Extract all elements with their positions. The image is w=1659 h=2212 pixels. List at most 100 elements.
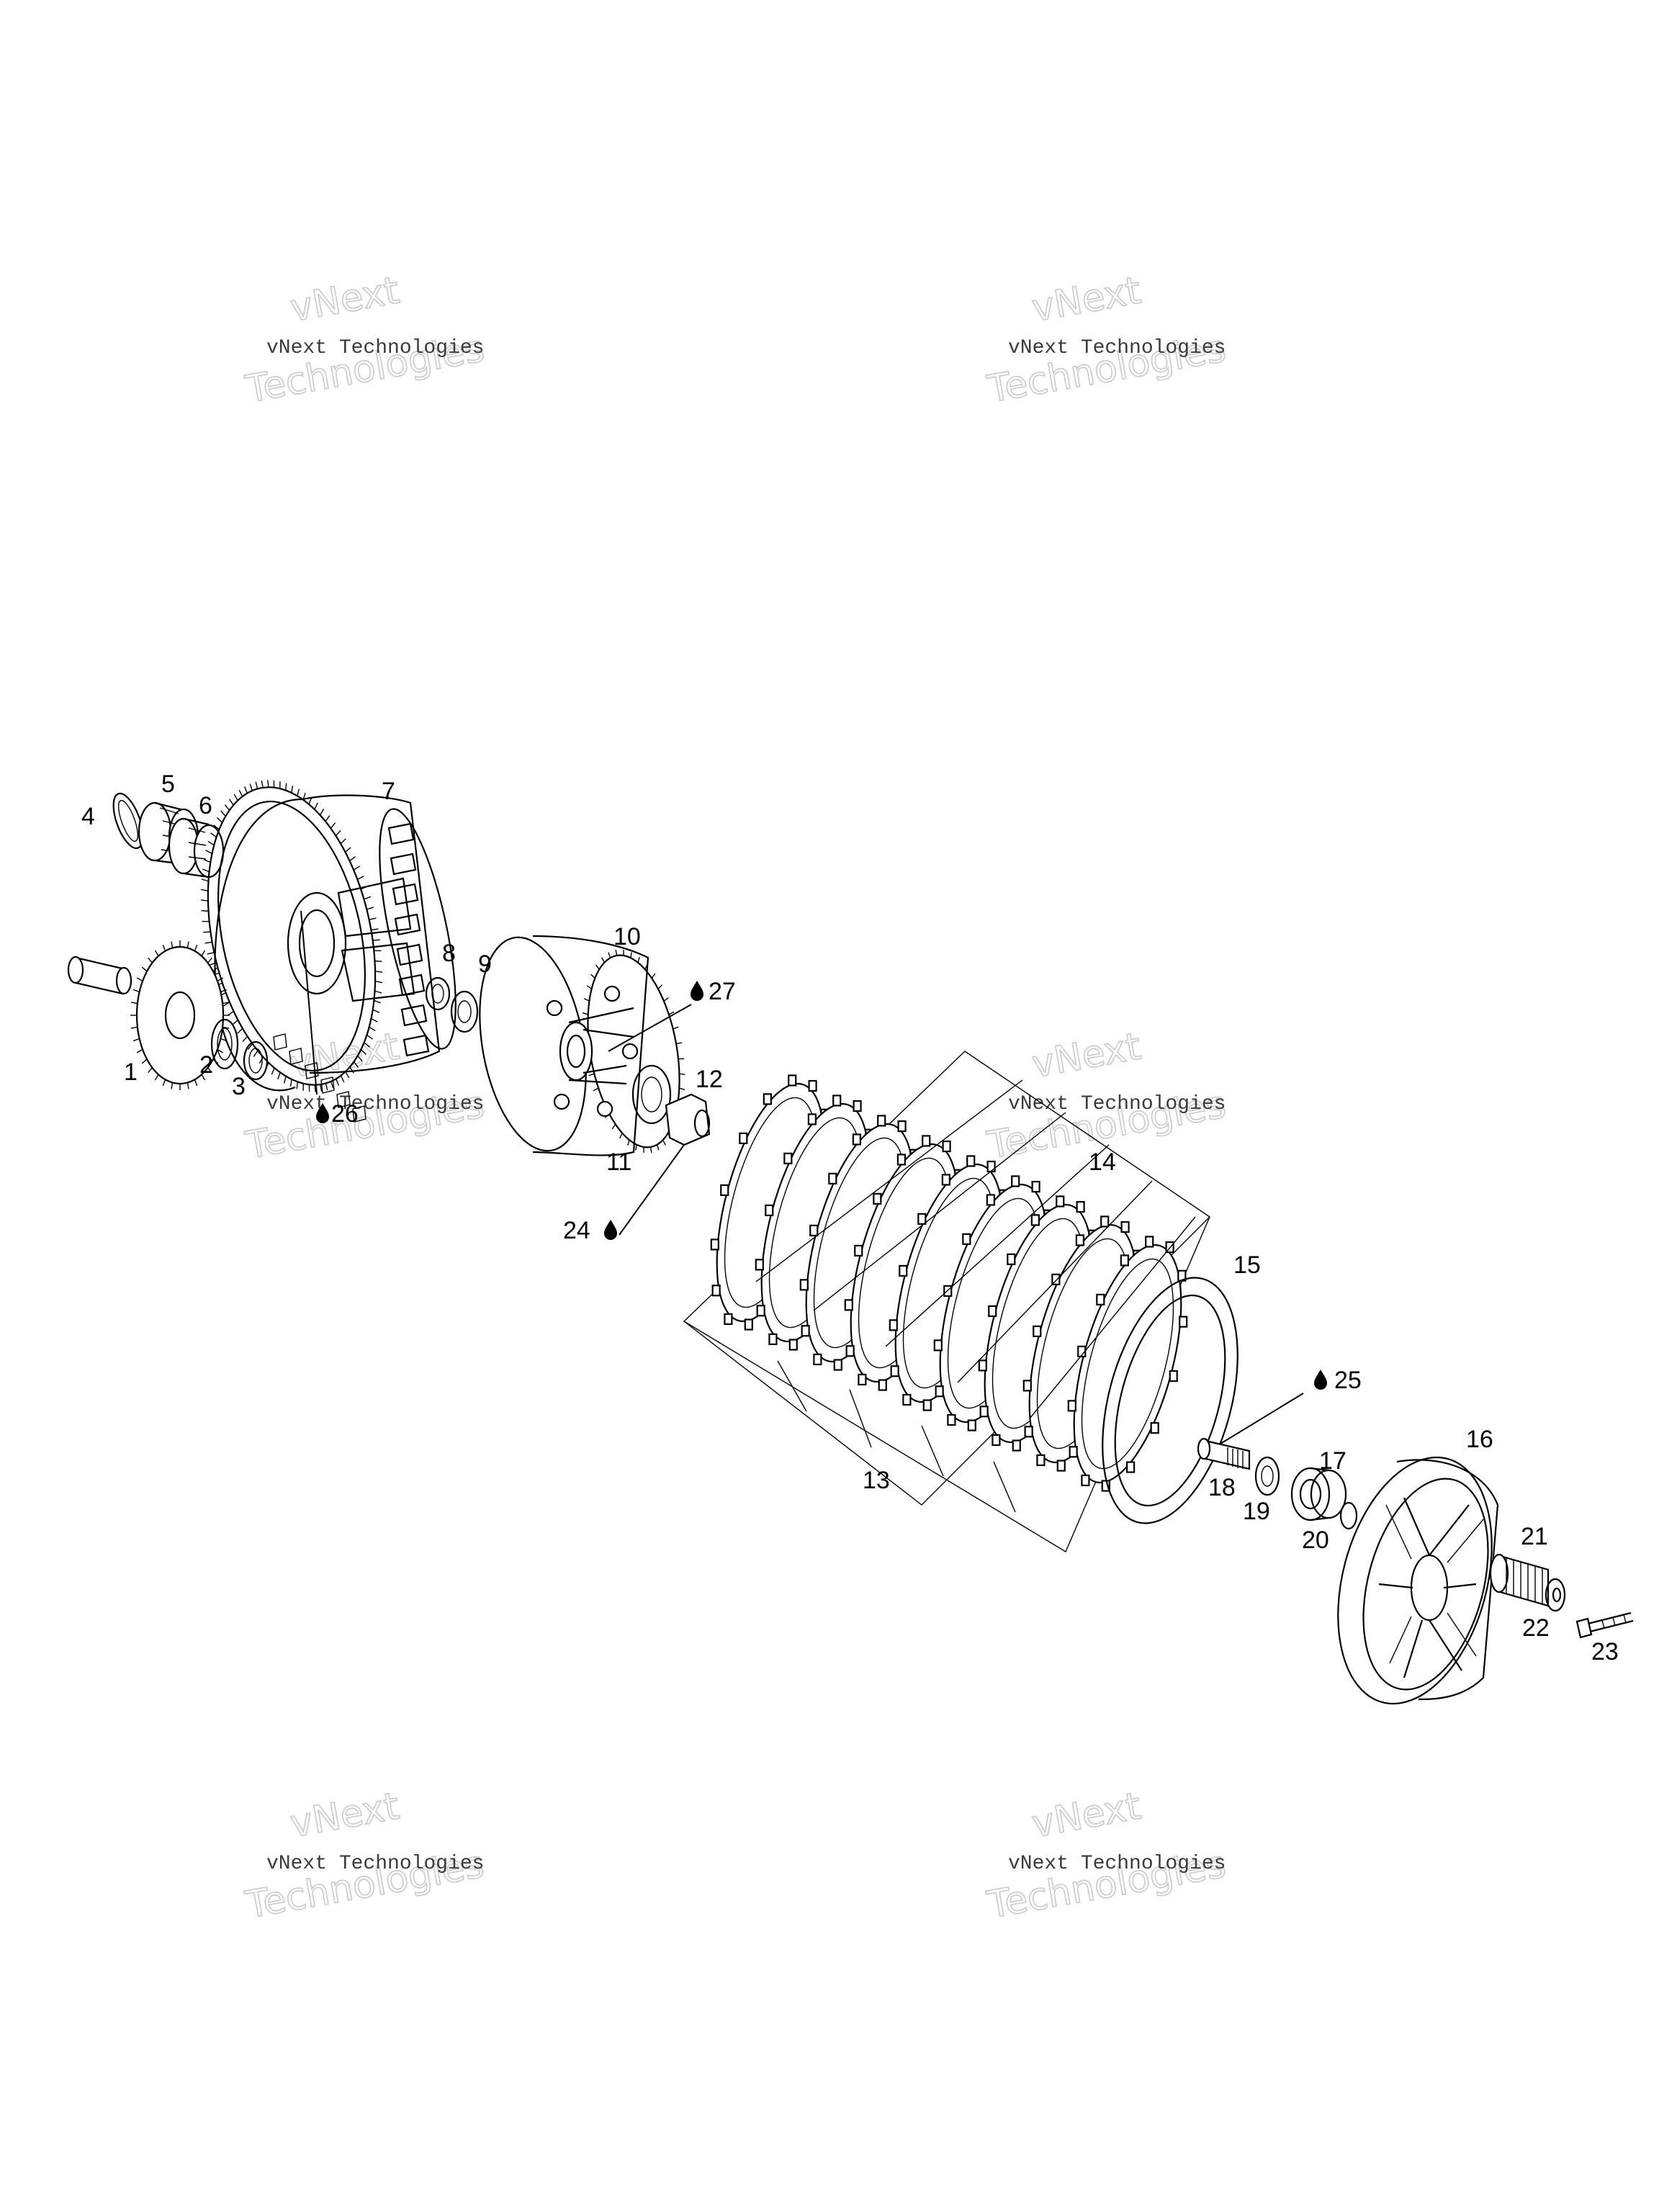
basket-slot (336, 1091, 351, 1108)
watermark-big-line1: vNext (287, 1025, 403, 1087)
basket-slot (390, 853, 417, 876)
part-1-primary-gear (67, 940, 230, 1090)
plate-tab (833, 1359, 842, 1371)
gear-tooth (369, 917, 377, 920)
gear-tooth (374, 999, 382, 1004)
plate-tab (788, 1074, 797, 1087)
gear-tooth (649, 1146, 652, 1153)
gear-tooth (590, 974, 595, 979)
gear-tooth (637, 956, 640, 963)
gear-tooth (141, 966, 148, 972)
callout-2: 2 (199, 1051, 213, 1079)
gear-tooth (595, 964, 600, 970)
callout-14: 14 (1089, 1148, 1116, 1176)
plate-tab (844, 1299, 853, 1311)
plate-tab (986, 1194, 995, 1206)
basket-slot (403, 1034, 430, 1057)
gear-tooth (154, 950, 159, 957)
callout-21: 21 (1521, 1523, 1548, 1550)
callout-4: 4 (81, 803, 95, 830)
plate-tab (853, 1100, 862, 1112)
gear-tooth (283, 1076, 287, 1084)
plate-tab (1031, 1180, 1040, 1193)
gear-tooth (224, 804, 230, 811)
gear-tooth (372, 1009, 380, 1013)
gear-tooth (171, 941, 174, 948)
plate-tab (1075, 1234, 1084, 1246)
oil-drop-icon (691, 981, 703, 1001)
plate-tab (765, 1204, 774, 1217)
plate-tab (889, 1319, 898, 1331)
plate-tab (720, 1184, 729, 1197)
gear-tooth (369, 1026, 376, 1032)
plate-tab (1169, 1370, 1178, 1382)
gear-tooth (232, 1020, 238, 1025)
gear-tooth (207, 952, 215, 955)
callout-26: 26 (331, 1100, 359, 1128)
callout-22: 22 (1522, 1614, 1550, 1642)
gear-tooth (205, 850, 212, 855)
plate-tab (1126, 1461, 1136, 1473)
gear-tooth (207, 957, 212, 963)
gear-tooth (255, 781, 258, 789)
gear-tooth (220, 989, 228, 993)
oil-drop-icon (604, 1220, 617, 1240)
callout-labels: 1 2 3 4 5 6 7 8 9 10 11 12 13 14 15 16 1… (81, 770, 1619, 1665)
clutch-plate-inner (1081, 1258, 1174, 1470)
callout-19: 19 (1243, 1498, 1270, 1525)
gear-tooth (325, 815, 331, 822)
gear-tooth (210, 832, 217, 838)
gear-tooth (308, 797, 313, 805)
plate-tab (783, 1152, 793, 1164)
plate-tab (1120, 1254, 1129, 1267)
gear-tooth (233, 793, 238, 801)
callout-9: 9 (478, 950, 492, 978)
gear-tooth (200, 899, 209, 902)
plate-tab (1120, 1220, 1130, 1233)
gear-tooth (319, 809, 325, 816)
plate-tab (1081, 1474, 1090, 1487)
part-10-clutch-hub (479, 935, 685, 1156)
part-20-circlip (1339, 1501, 1358, 1530)
gear-tooth (213, 824, 220, 830)
part-9-thrust-washer (450, 990, 479, 1033)
gear-tooth (320, 1084, 323, 1092)
gear-tooth (289, 1079, 292, 1087)
plate-tab (890, 1365, 899, 1377)
gear-tooth (374, 960, 382, 963)
gear-tooth (162, 1079, 166, 1086)
gear-tooth (345, 1071, 350, 1079)
gear-tooth (374, 990, 382, 994)
basket-slot (289, 1048, 303, 1065)
gear-tooth (204, 941, 212, 944)
gear-tooth (335, 830, 341, 837)
gear-tooth (371, 1017, 378, 1022)
gear-tooth (588, 1073, 595, 1076)
gear-tooth (608, 952, 611, 958)
gear-tooth (673, 1026, 679, 1030)
gear-tooth (353, 1061, 359, 1068)
gear-tooth (154, 1074, 159, 1081)
gear-tooth (583, 998, 590, 1002)
gear-tooth (201, 889, 209, 892)
gear-tooth (216, 817, 223, 823)
part-22-washer (1545, 1578, 1566, 1612)
part-4-circlip (112, 792, 144, 850)
plate-tab (897, 1120, 907, 1133)
plate-tab (809, 1224, 819, 1237)
plate-tab (1100, 1215, 1110, 1228)
gear-tooth (345, 847, 351, 853)
gear-tooth (367, 1034, 373, 1040)
gear-tooth (238, 789, 243, 797)
gear-tooth (668, 1011, 675, 1015)
plate-tab (710, 1238, 719, 1251)
basket-slot (387, 822, 415, 845)
plate-tab (978, 1359, 987, 1372)
gear-tooth (261, 780, 264, 788)
plate-tab (1036, 1454, 1046, 1467)
watermark-mid-right: vNext Technologies vNext Technologies (984, 1025, 1230, 1169)
gear-tooth (644, 963, 648, 970)
watermark-big-line1: vNext (1029, 1025, 1144, 1087)
callout-18: 18 (1208, 1474, 1236, 1501)
gear-tooth (679, 1087, 685, 1091)
